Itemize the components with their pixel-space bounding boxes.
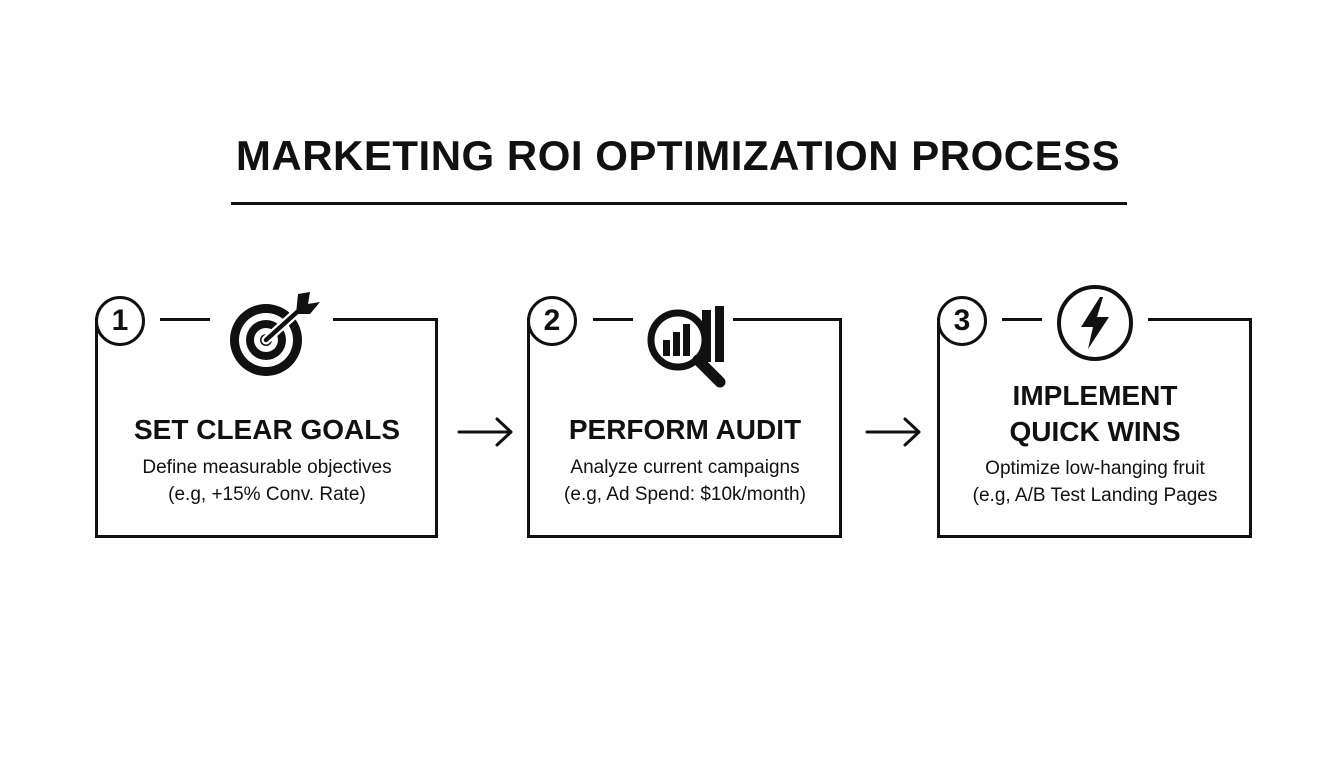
step-3-description: Optimize low-hanging fruit xyxy=(985,458,1205,479)
page-title: MARKETING ROI OPTIMIZATION PROCESS xyxy=(235,132,1121,179)
step-3-top-border-right xyxy=(1148,318,1252,321)
step-2-example: (e.g, Ad Spend: $10k/month) xyxy=(564,484,806,505)
step-2-description: Analyze current campaigns xyxy=(570,457,800,478)
step-3-box xyxy=(937,318,1252,538)
audit-magnifier-icon xyxy=(647,306,726,388)
step-2-top-border-left xyxy=(593,318,633,321)
step-1-title: SET CLEAR GOALS xyxy=(133,414,400,445)
target-icon xyxy=(230,292,320,376)
step-3-top-border-left xyxy=(1002,318,1042,321)
step-3-example: (e.g, A/B Test Landing Pages xyxy=(972,485,1218,506)
step-1-number-badge: 1 xyxy=(95,296,145,346)
title-underline xyxy=(231,202,1127,205)
step-1-box xyxy=(95,318,438,538)
step-2-number-badge: 2 xyxy=(527,296,577,346)
step-2-top-border-right xyxy=(733,318,842,321)
step-2-title: PERFORM AUDIT xyxy=(568,414,802,445)
step-1-top-border-left xyxy=(160,318,210,321)
step-3-number-badge: 3 xyxy=(937,296,987,346)
lightning-icon xyxy=(1057,285,1133,361)
step-1-top-border-right xyxy=(333,318,438,321)
step-1-example: (e.g, +15% Conv. Rate) xyxy=(168,484,366,505)
step-3-title: IMPLEMENT QUICK WINS xyxy=(1009,380,1181,447)
arrow-right-icon xyxy=(865,417,921,447)
step-1-description: Define measurable objectives xyxy=(142,457,392,478)
step-2-box xyxy=(527,318,842,538)
arrow-right-icon xyxy=(457,417,513,447)
